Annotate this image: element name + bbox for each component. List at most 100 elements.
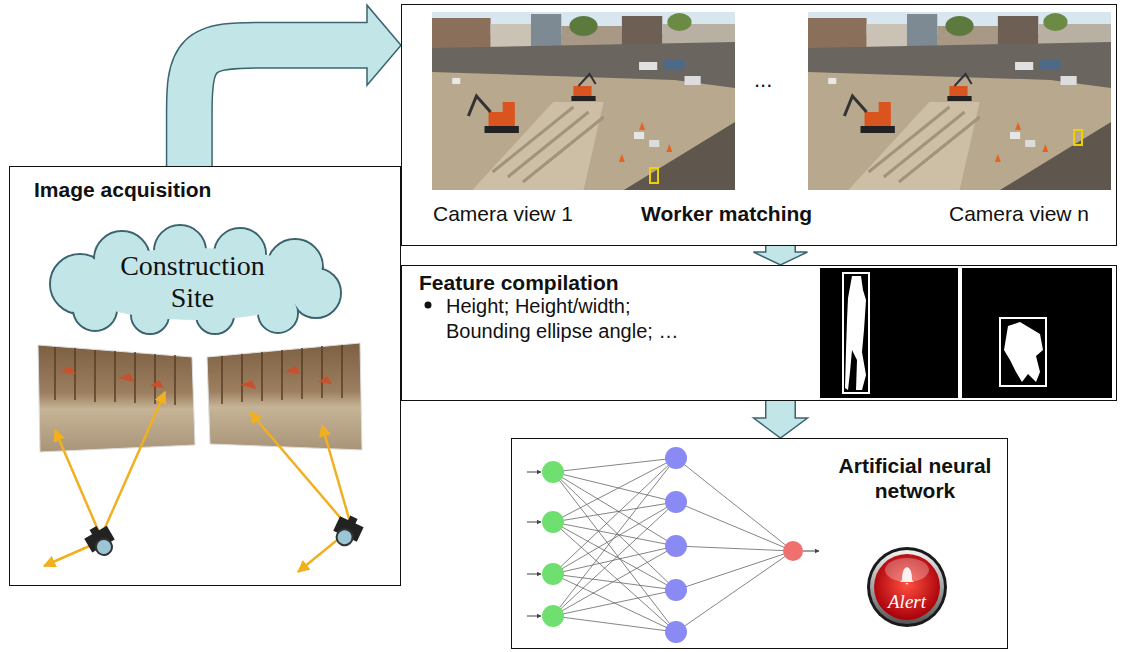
arrow-head bbox=[753, 418, 807, 438]
view-ray bbox=[104, 392, 165, 530]
cloud-outline bbox=[259, 294, 297, 332]
alert-circle bbox=[867, 547, 947, 627]
network-link bbox=[553, 472, 676, 546]
input-neuron bbox=[542, 461, 564, 483]
network-link bbox=[553, 522, 676, 632]
alert-button: Alert bbox=[866, 546, 948, 628]
view-ray bbox=[44, 544, 94, 566]
camera-icon bbox=[82, 521, 120, 560]
silhouette-image bbox=[820, 268, 958, 398]
arrow-outline bbox=[765, 246, 796, 252]
bell-icon bbox=[900, 567, 914, 585]
box-heading: Feature compilation bbox=[419, 270, 619, 295]
camera-photo bbox=[650, 168, 658, 183]
arrow-joint bbox=[766, 252, 794, 255]
arrow-head bbox=[367, 5, 401, 85]
neural-network bbox=[527, 447, 819, 643]
silhouette-image bbox=[1004, 322, 1043, 382]
process-box: Image acquisitionConstruction Site bbox=[9, 166, 401, 586]
arrow-outline bbox=[189, 45, 367, 166]
camera-icon bbox=[90, 526, 100, 535]
bullet-dot bbox=[425, 302, 432, 309]
network-link bbox=[676, 546, 793, 551]
arrow-shaft bbox=[766, 246, 794, 252]
input-neuron bbox=[542, 511, 564, 533]
image-plane bbox=[55, 347, 175, 405]
block-arrow bbox=[753, 246, 807, 265]
network-link bbox=[676, 551, 793, 590]
silhouette-image bbox=[843, 273, 869, 393]
box-heading: Artificial neural network bbox=[830, 453, 1000, 503]
network-link bbox=[553, 590, 676, 616]
input-arrow bbox=[527, 472, 541, 473]
arrow-outline bbox=[765, 401, 796, 418]
process-box: Camera view 1...Worker matchingCamera vi… bbox=[401, 4, 1117, 246]
output-arrow bbox=[803, 551, 819, 552]
alert-circle bbox=[870, 550, 944, 624]
network-link bbox=[553, 472, 676, 632]
input-arrow bbox=[527, 616, 541, 617]
hidden-neuron bbox=[665, 535, 687, 557]
camera-icon bbox=[329, 512, 365, 550]
network-link bbox=[553, 616, 676, 632]
network-link bbox=[553, 574, 676, 632]
image-plane bbox=[38, 345, 195, 452]
network-link bbox=[553, 502, 676, 574]
silhouette-image bbox=[1000, 318, 1046, 386]
hidden-neuron bbox=[665, 621, 687, 643]
hidden-neuron bbox=[665, 579, 687, 601]
cloud-shape: Construction Site bbox=[40, 229, 345, 334]
camera-icon bbox=[334, 527, 355, 548]
network-link bbox=[553, 522, 676, 546]
image-plane bbox=[222, 345, 342, 404]
network-link bbox=[553, 546, 676, 574]
cloud-label: Construction Site bbox=[105, 249, 280, 313]
network-link bbox=[553, 458, 676, 472]
view-ray bbox=[44, 392, 350, 572]
image-plane bbox=[207, 343, 362, 450]
input-arrow bbox=[527, 522, 541, 523]
block-arrow bbox=[189, 5, 401, 166]
network-link bbox=[553, 458, 676, 616]
silhouette-image bbox=[820, 268, 958, 398]
box-heading: Image acquisition bbox=[34, 177, 211, 202]
image-plane bbox=[207, 343, 362, 450]
network-link bbox=[553, 502, 676, 616]
network-link bbox=[553, 472, 676, 502]
image-plane bbox=[240, 366, 332, 389]
camera-icon bbox=[348, 516, 358, 525]
network-link bbox=[553, 546, 676, 616]
network-link bbox=[676, 502, 793, 551]
view-ray bbox=[250, 412, 344, 522]
alert-label: Alert bbox=[888, 591, 926, 614]
silhouette-image bbox=[962, 268, 1112, 398]
network-link bbox=[553, 574, 676, 590]
network-link bbox=[553, 522, 676, 590]
alert-circle bbox=[866, 546, 948, 628]
camera-photo bbox=[432, 12, 735, 190]
camera-icon bbox=[93, 536, 115, 558]
camera-photo bbox=[1074, 130, 1082, 145]
cloud-outline bbox=[132, 297, 168, 333]
box-heading: Worker matching bbox=[641, 201, 812, 226]
cloud-outline bbox=[74, 288, 116, 330]
output-neuron bbox=[783, 541, 803, 561]
camera-photo bbox=[808, 12, 1111, 190]
process-box: Artificial neural networkAlert bbox=[511, 438, 1008, 649]
camera-photo bbox=[432, 12, 735, 190]
arrow-shaft bbox=[766, 401, 794, 418]
network-link bbox=[676, 458, 793, 551]
view-ray bbox=[322, 425, 350, 522]
silhouette-image bbox=[962, 268, 1112, 398]
view-caption: Camera view n bbox=[949, 201, 1089, 226]
hidden-neuron bbox=[665, 447, 687, 469]
camera-photo bbox=[808, 12, 1111, 190]
silhouette-image bbox=[845, 276, 866, 390]
view-ray bbox=[55, 430, 98, 530]
alert-circle bbox=[874, 554, 940, 620]
feature-list: Height; Height/width; Bounding ellipse a… bbox=[446, 294, 696, 344]
cloud-outline bbox=[292, 269, 340, 317]
arrow-shaft bbox=[189, 45, 367, 166]
view-caption: Camera view 1 bbox=[433, 201, 573, 226]
